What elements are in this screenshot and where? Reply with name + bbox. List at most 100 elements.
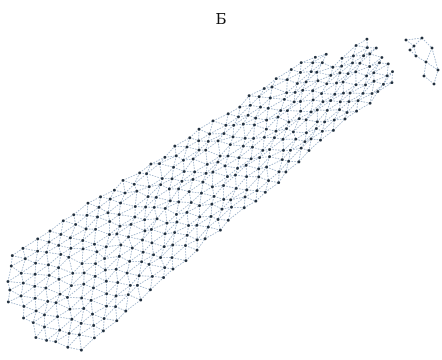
mesh-edge: [267, 97, 271, 109]
mesh-edge: [106, 295, 117, 307]
mesh-node: [323, 120, 327, 124]
mesh-edge: [298, 148, 302, 162]
mesh-edge: [357, 93, 373, 101]
mesh-edge: [262, 137, 265, 151]
mesh-node: [263, 190, 267, 194]
mesh-edge: [355, 71, 367, 77]
mesh-edge: [264, 129, 267, 138]
mesh-node: [282, 97, 286, 101]
mesh-node: [124, 309, 128, 313]
mesh-edge: [148, 264, 153, 277]
mesh-edge: [81, 297, 92, 301]
mesh-node: [155, 217, 159, 221]
mesh-edge: [93, 325, 104, 332]
mesh-edge: [163, 232, 175, 247]
mesh-node: [277, 170, 281, 174]
mesh-edge: [22, 247, 38, 252]
mesh-node: [408, 48, 412, 52]
mesh-edge: [129, 247, 133, 262]
mesh-node: [261, 148, 265, 152]
panel-label: Б: [215, 10, 227, 28]
mesh-edge: [213, 185, 224, 197]
mesh-node: [93, 242, 96, 246]
mesh-node: [365, 74, 369, 78]
mesh-edge: [228, 106, 240, 115]
mesh-node: [378, 61, 381, 65]
mesh-edge: [205, 164, 208, 174]
mesh-edge: [120, 192, 126, 204]
mesh-node: [209, 215, 213, 218]
mesh-edge: [198, 133, 210, 142]
mesh-edge: [277, 116, 290, 123]
mesh-edge: [321, 83, 328, 94]
mesh-edge: [185, 249, 198, 261]
mesh-node: [6, 300, 10, 304]
mesh-edge: [339, 92, 344, 102]
mesh-edge: [160, 178, 173, 185]
mesh-node: [285, 78, 289, 82]
mesh-node: [305, 131, 308, 135]
mesh-edge: [126, 261, 130, 274]
mesh-node: [309, 137, 313, 141]
mesh-edge: [128, 230, 146, 238]
mesh-edge: [103, 306, 116, 319]
mesh-edge: [21, 262, 36, 274]
mesh-edge: [148, 254, 154, 265]
mesh-edge: [227, 155, 240, 159]
mesh-edge: [293, 92, 296, 102]
mesh-edge: [95, 263, 106, 271]
mesh-edge: [60, 234, 71, 239]
mesh-edge: [138, 264, 150, 276]
mesh-node: [116, 281, 120, 284]
mesh-edge: [290, 147, 302, 151]
mesh-edge: [135, 206, 146, 208]
mesh-edge: [316, 71, 331, 76]
mesh-node: [44, 286, 48, 290]
mesh-edge: [68, 256, 83, 264]
mesh-edge: [120, 190, 138, 204]
mesh-node: [132, 182, 136, 186]
mesh-edge: [188, 191, 192, 203]
mesh-edge: [266, 159, 283, 168]
mesh-edge: [127, 272, 140, 277]
mesh-node: [386, 62, 390, 66]
mesh-edge: [342, 73, 349, 83]
mesh-node: [66, 345, 70, 349]
mesh-node: [361, 91, 365, 95]
mesh-edge: [373, 62, 380, 73]
mesh-edge: [339, 101, 350, 110]
mesh-node: [266, 106, 270, 110]
mesh-edge: [278, 159, 283, 172]
mesh-edge: [170, 200, 179, 203]
mesh-edge: [178, 179, 194, 190]
mesh-edge: [103, 306, 107, 319]
mesh-node: [165, 221, 169, 225]
mesh-edge: [192, 173, 207, 180]
mesh-edge: [22, 248, 26, 259]
mesh-node: [262, 87, 266, 90]
mesh-edge: [290, 141, 306, 151]
mesh-node: [228, 143, 232, 147]
mesh-edge: [168, 178, 173, 190]
mesh-edge: [107, 212, 111, 222]
mesh-node: [81, 239, 85, 242]
mesh-edge: [9, 289, 22, 297]
mesh-node: [9, 264, 13, 268]
mesh-node: [159, 183, 163, 187]
mesh-node: [159, 256, 163, 259]
mesh-node: [315, 120, 319, 124]
mesh-edge: [93, 280, 107, 289]
mesh-edge: [315, 53, 327, 58]
mesh-node: [149, 288, 152, 292]
mesh-edge: [48, 234, 62, 243]
mesh-edge: [71, 272, 85, 286]
mesh-node: [292, 100, 296, 104]
mesh-edge: [109, 214, 120, 222]
mesh-edge: [413, 45, 417, 57]
mesh-edge: [293, 90, 303, 103]
mesh-edge: [49, 275, 60, 280]
mesh-edge: [160, 246, 165, 258]
mesh-edge: [223, 125, 234, 134]
mesh-edge: [235, 176, 247, 189]
mesh-edge: [305, 71, 318, 83]
